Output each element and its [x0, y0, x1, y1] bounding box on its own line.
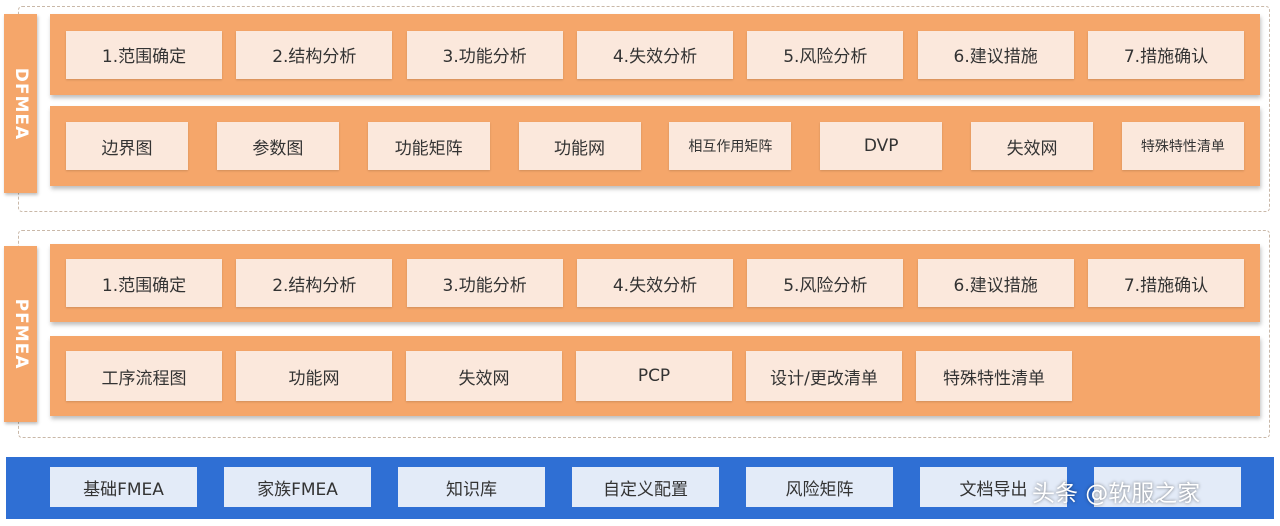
dfmea-step-1: 1.范围确定 [66, 30, 222, 79]
dfmea-tool-failure-net: 失效网 [971, 122, 1094, 170]
dfmea-tool-interaction-matrix: 相互作用矩阵 [669, 122, 792, 170]
pfmea-tool-function-net: 功能网 [236, 351, 392, 401]
pfmea-step-1: 1.范围确定 [66, 259, 222, 307]
pfmea-tool-process-flow: 工序流程图 [66, 351, 222, 401]
dfmea-label: DFMEA [10, 67, 31, 140]
pfmea-tool-pcp: PCP [576, 351, 732, 401]
base-item-obscured [1094, 467, 1241, 507]
pfmea-side-label: PFMEA [4, 246, 37, 422]
dfmea-step-2: 2.结构分析 [236, 30, 393, 79]
dfmea-tool-function-matrix: 功能矩阵 [367, 122, 490, 170]
dfmea-tool-boundary-diagram: 边界图 [66, 122, 188, 170]
pfmea-step-7: 7.措施确认 [1087, 259, 1244, 307]
pfmea-step-6: 6.建议措施 [917, 259, 1074, 307]
dfmea-tool-function-net: 功能网 [518, 122, 641, 170]
dfmea-side-label: DFMEA [4, 14, 37, 193]
base-item-document-export: 文档导出 [920, 467, 1067, 507]
base-item-basic-fmea: 基础FMEA [50, 467, 197, 507]
dfmea-step-6: 6.建议措施 [917, 30, 1074, 79]
base-item-knowledge-base: 知识库 [398, 467, 545, 507]
dfmea-step-4: 4.失效分析 [576, 30, 733, 79]
base-platform-band: 基础FMEA 家族FMEA 知识库 自定义配置 风险矩阵 文档导出 [6, 457, 1274, 519]
pfmea-step-5: 5.风险分析 [747, 259, 904, 307]
pfmea-step-4: 4.失效分析 [576, 259, 733, 307]
dfmea-tool-dvp: DVP [820, 122, 943, 170]
dfmea-step-7: 7.措施确认 [1087, 30, 1244, 79]
pfmea-tool-change-list: 设计/更改清单 [746, 351, 902, 401]
pfmea-step-3: 3.功能分析 [406, 259, 563, 307]
pfmea-tool-special-characteristics: 特殊特性清单 [916, 351, 1072, 401]
base-item-custom-config: 自定义配置 [572, 467, 719, 507]
pfmea-tool-failure-net: 失效网 [406, 351, 562, 401]
dfmea-tool-parameter-diagram: 参数图 [216, 122, 339, 170]
pfmea-steps-band: 1.范围确定 2.结构分析 3.功能分析 4.失效分析 5.风险分析 6.建议措… [50, 244, 1260, 322]
pfmea-label: PFMEA [10, 298, 31, 370]
dfmea-steps-band: 1.范围确定 2.结构分析 3.功能分析 4.失效分析 5.风险分析 6.建议措… [50, 14, 1260, 95]
base-item-risk-matrix: 风险矩阵 [746, 467, 893, 507]
pfmea-step-2: 2.结构分析 [236, 259, 393, 307]
dfmea-step-3: 3.功能分析 [406, 30, 563, 79]
dfmea-tools-band: 边界图 参数图 功能矩阵 功能网 相互作用矩阵 DVP 失效网 特殊特性清单 [50, 106, 1260, 186]
dfmea-tool-special-characteristics: 特殊特性清单 [1121, 122, 1244, 170]
base-item-family-fmea: 家族FMEA [224, 467, 371, 507]
dfmea-step-5: 5.风险分析 [747, 30, 904, 79]
watermark: 头条 @软服之家 [1032, 481, 1201, 507]
pfmea-tools-band: 工序流程图 功能网 失效网 PCP 设计/更改清单 特殊特性清单 [50, 336, 1260, 416]
